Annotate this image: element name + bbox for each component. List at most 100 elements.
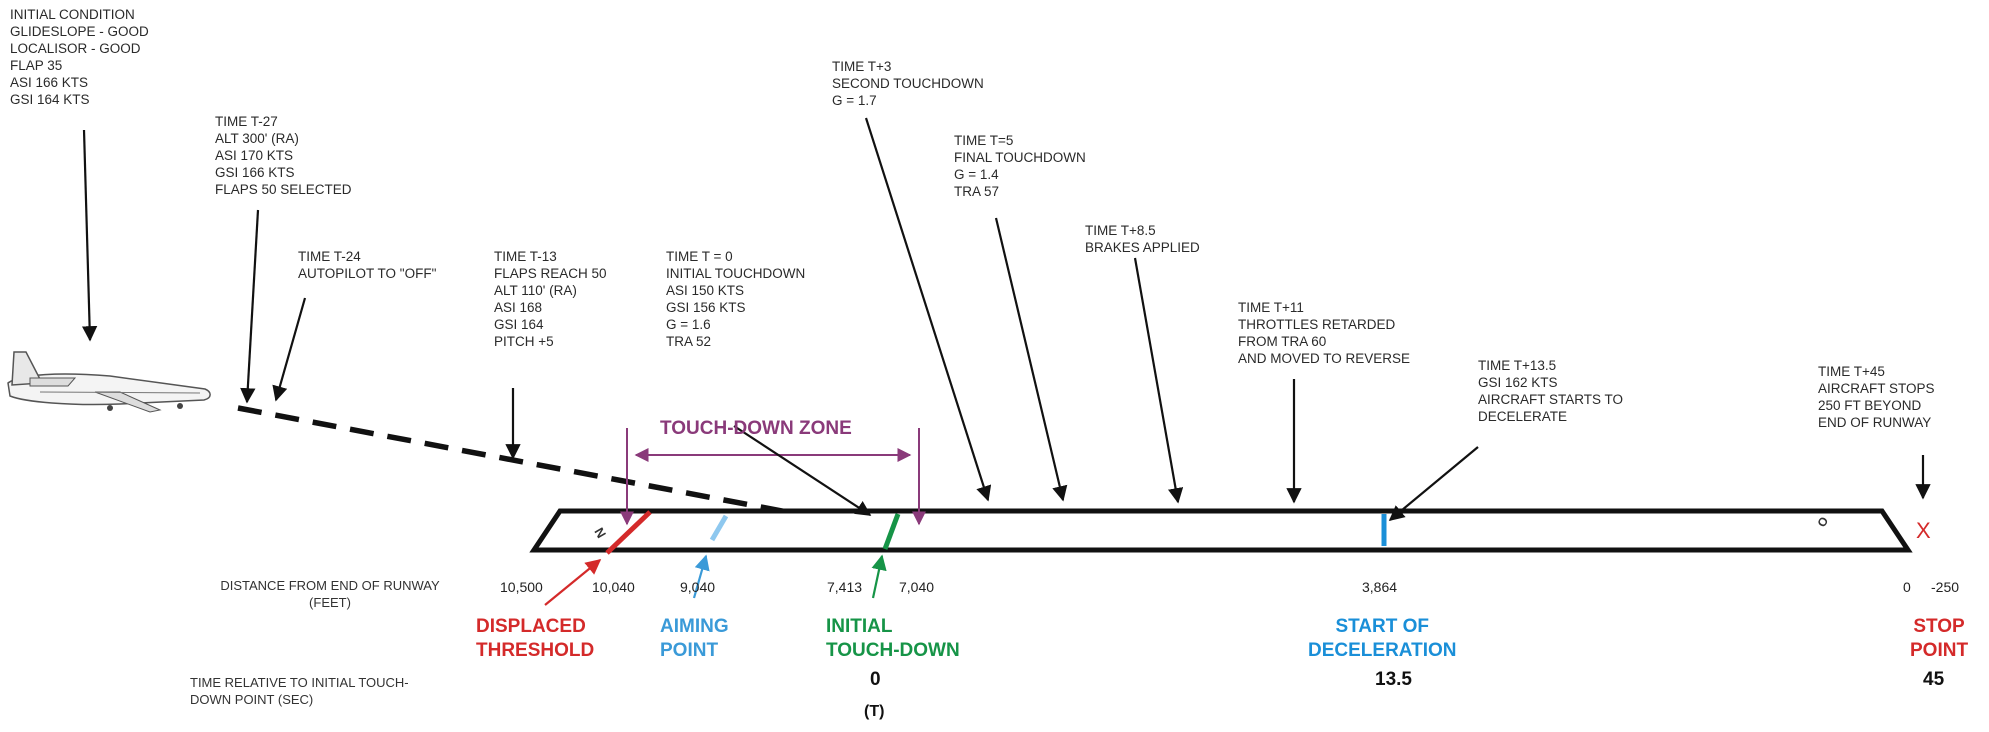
t-plus-3-note-line: G = 1.7 [832,93,877,108]
touchdown-zone-label: TOUCH-DOWN ZONE [660,418,852,439]
distance-value: 7,040 [899,579,935,595]
aircraft-icon [7,351,211,413]
t-zero-note-line: GSI 156 KTS [666,300,746,315]
start-of-deceleration-label-line: START OF [1335,616,1430,637]
t-plus-45-note-line: 250 FT BEYOND [1818,398,1922,413]
t-minus-27-note-line: ASI 170 KTS [215,148,294,163]
t-zero-note-line: TIME T = 0 [666,249,733,264]
start-of-deceleration-label: START OF DECELERATION [1308,615,1456,663]
arrow-t13-5 [1388,446,1479,521]
distance-value: 3,864 [1362,579,1398,595]
time-axis-label-line: DOWN POINT (SEC) [190,692,314,707]
touchdown-mark [882,513,901,550]
t-minus-13-note-line: GSI 164 [494,317,544,332]
initial-condition-note-line: GLIDESLOPE - GOOD [10,24,149,39]
runway: N O [529,508,1913,553]
distance-value: -250 [1931,579,1960,595]
t-plus-11-note-line: AND MOVED TO REVERSE [1238,351,1411,366]
t-zero-note: TIME T = 0 INITIAL TOUCHDOWN ASI 150 KTS GS… [666,248,805,350]
t-plus-45-note-line: END OF RUNWAY [1818,415,1932,430]
t-minus-27-note-line: GSI 166 KTS [215,165,295,180]
touchdown-time: 0 [870,669,881,690]
initial-condition-note-line: GSI 164 KTS [10,92,90,107]
arrow-t0 [733,425,872,516]
distance-value: 10,500 [500,579,543,595]
aiming-point-label: AIMING POINT [660,615,729,663]
displaced-threshold-label: DISPLACED THRESHOLD [476,615,594,663]
t-minus-27-note-line: TIME T-27 [215,114,278,129]
t-minus-24-note-line: AUTOPILOT TO "OFF" [298,266,437,281]
threshold-mark [605,510,652,555]
t-plus-3-note-line: TIME T+3 [832,59,892,74]
t-minus-13-note-line: FLAPS REACH 50 [494,266,607,281]
start-of-deceleration-label-line: DECELERATION [1308,640,1457,661]
initial-condition-note-line: FLAP 35 [10,58,63,73]
displaced-threshold-label-line: THRESHOLD [476,640,595,661]
t-minus-13-note-line: PITCH +5 [494,334,554,349]
distance-axis-label-line: (FEET) [309,595,351,610]
arrow-threshold [544,559,602,606]
t-zero-note-line: INITIAL TOUCHDOWN [666,266,806,281]
t-plus-13-5-note-line: DECELERATE [1478,409,1568,424]
time-axis-label-line: TIME RELATIVE TO INITIAL TOUCH- [190,675,409,690]
approach-glide-path [237,405,873,531]
t-plus-8-5-note-line: TIME T+8.5 [1085,223,1156,238]
distance-value: 10,040 [592,579,635,595]
stop-time: 45 [1923,669,1945,690]
initial-condition-note-line: INITIAL CONDITION [10,7,135,22]
initial-touchdown-label: INITIAL TOUCH-DOWN [826,615,960,663]
deceleration-time: 13.5 [1375,669,1412,690]
t-zero-note-line: ASI 150 KTS [666,283,745,298]
arrow-t5 [994,217,1068,502]
t-minus-27-note-line: ALT 300' (RA) [215,131,299,146]
arrow-aiming [692,554,710,599]
t-plus-11-note-line: THROTTLES RETARDED [1238,317,1396,332]
t-plus-13-5-note-line: GSI 162 KTS [1478,375,1558,390]
t-minus-13-note-line: ALT 110' (RA) [494,283,577,298]
aiming-point-mark [709,514,729,542]
t-minus-13-note-line: ASI 168 [494,300,543,315]
t-plus-45-note-line: TIME T+45 [1818,364,1885,379]
arrow-t8-5 [1133,257,1184,504]
distance-axis-label: DISTANCE FROM END OF RUNWAY (FEET) [180,577,480,611]
arrow-t3 [864,117,992,502]
touchdown-time-note: (T) [864,703,885,720]
touchdown-zone [620,428,926,526]
t-plus-5-note-line: FINAL TOUCHDOWN [954,150,1086,165]
t-plus-3-note-line: SECOND TOUCHDOWN [832,76,984,91]
aiming-point-label-line: AIMING [660,616,729,637]
initial-condition-note-line: ASI 166 KTS [10,75,89,90]
distance-value: 7,413 [827,579,863,595]
time-axis-label: TIME RELATIVE TO INITIAL TOUCH- DOWN POIN… [190,674,460,708]
initial-touchdown-label-line: INITIAL [826,616,893,637]
t-plus-8-5-note-line: BRAKES APPLIED [1085,240,1200,255]
t-plus-5-note-line: G = 1.4 [954,167,999,182]
stop-point-label-line: POINT [1910,640,1969,661]
displaced-threshold-label-line: DISPLACED [476,616,586,637]
t-minus-27-note-line: FLAPS 50 SELECTED [215,182,352,197]
initial-touchdown-label-line: TOUCH-DOWN [826,640,960,661]
t-plus-45-note-line: AIRCRAFT STOPS [1818,381,1935,396]
arrow-t27 [240,209,260,404]
initial-condition-note-line: LOCALISOR - GOOD [10,41,141,56]
aiming-point-label-line: POINT [660,640,719,661]
t-zero-note-line: G = 1.6 [666,317,711,332]
initial-condition-note: INITIAL CONDITION GLIDESLOPE - GOOD LOCALI… [10,6,149,108]
stop-point-x: X [1916,518,1931,543]
arrow-t24 [272,297,307,402]
distance-value: 9,040 [680,579,716,595]
distance-axis-label-line: DISTANCE FROM END OF RUNWAY [220,578,440,593]
distance-value: 0 [1903,579,1911,595]
t-plus-11-note-line: FROM TRA 60 [1238,334,1327,349]
